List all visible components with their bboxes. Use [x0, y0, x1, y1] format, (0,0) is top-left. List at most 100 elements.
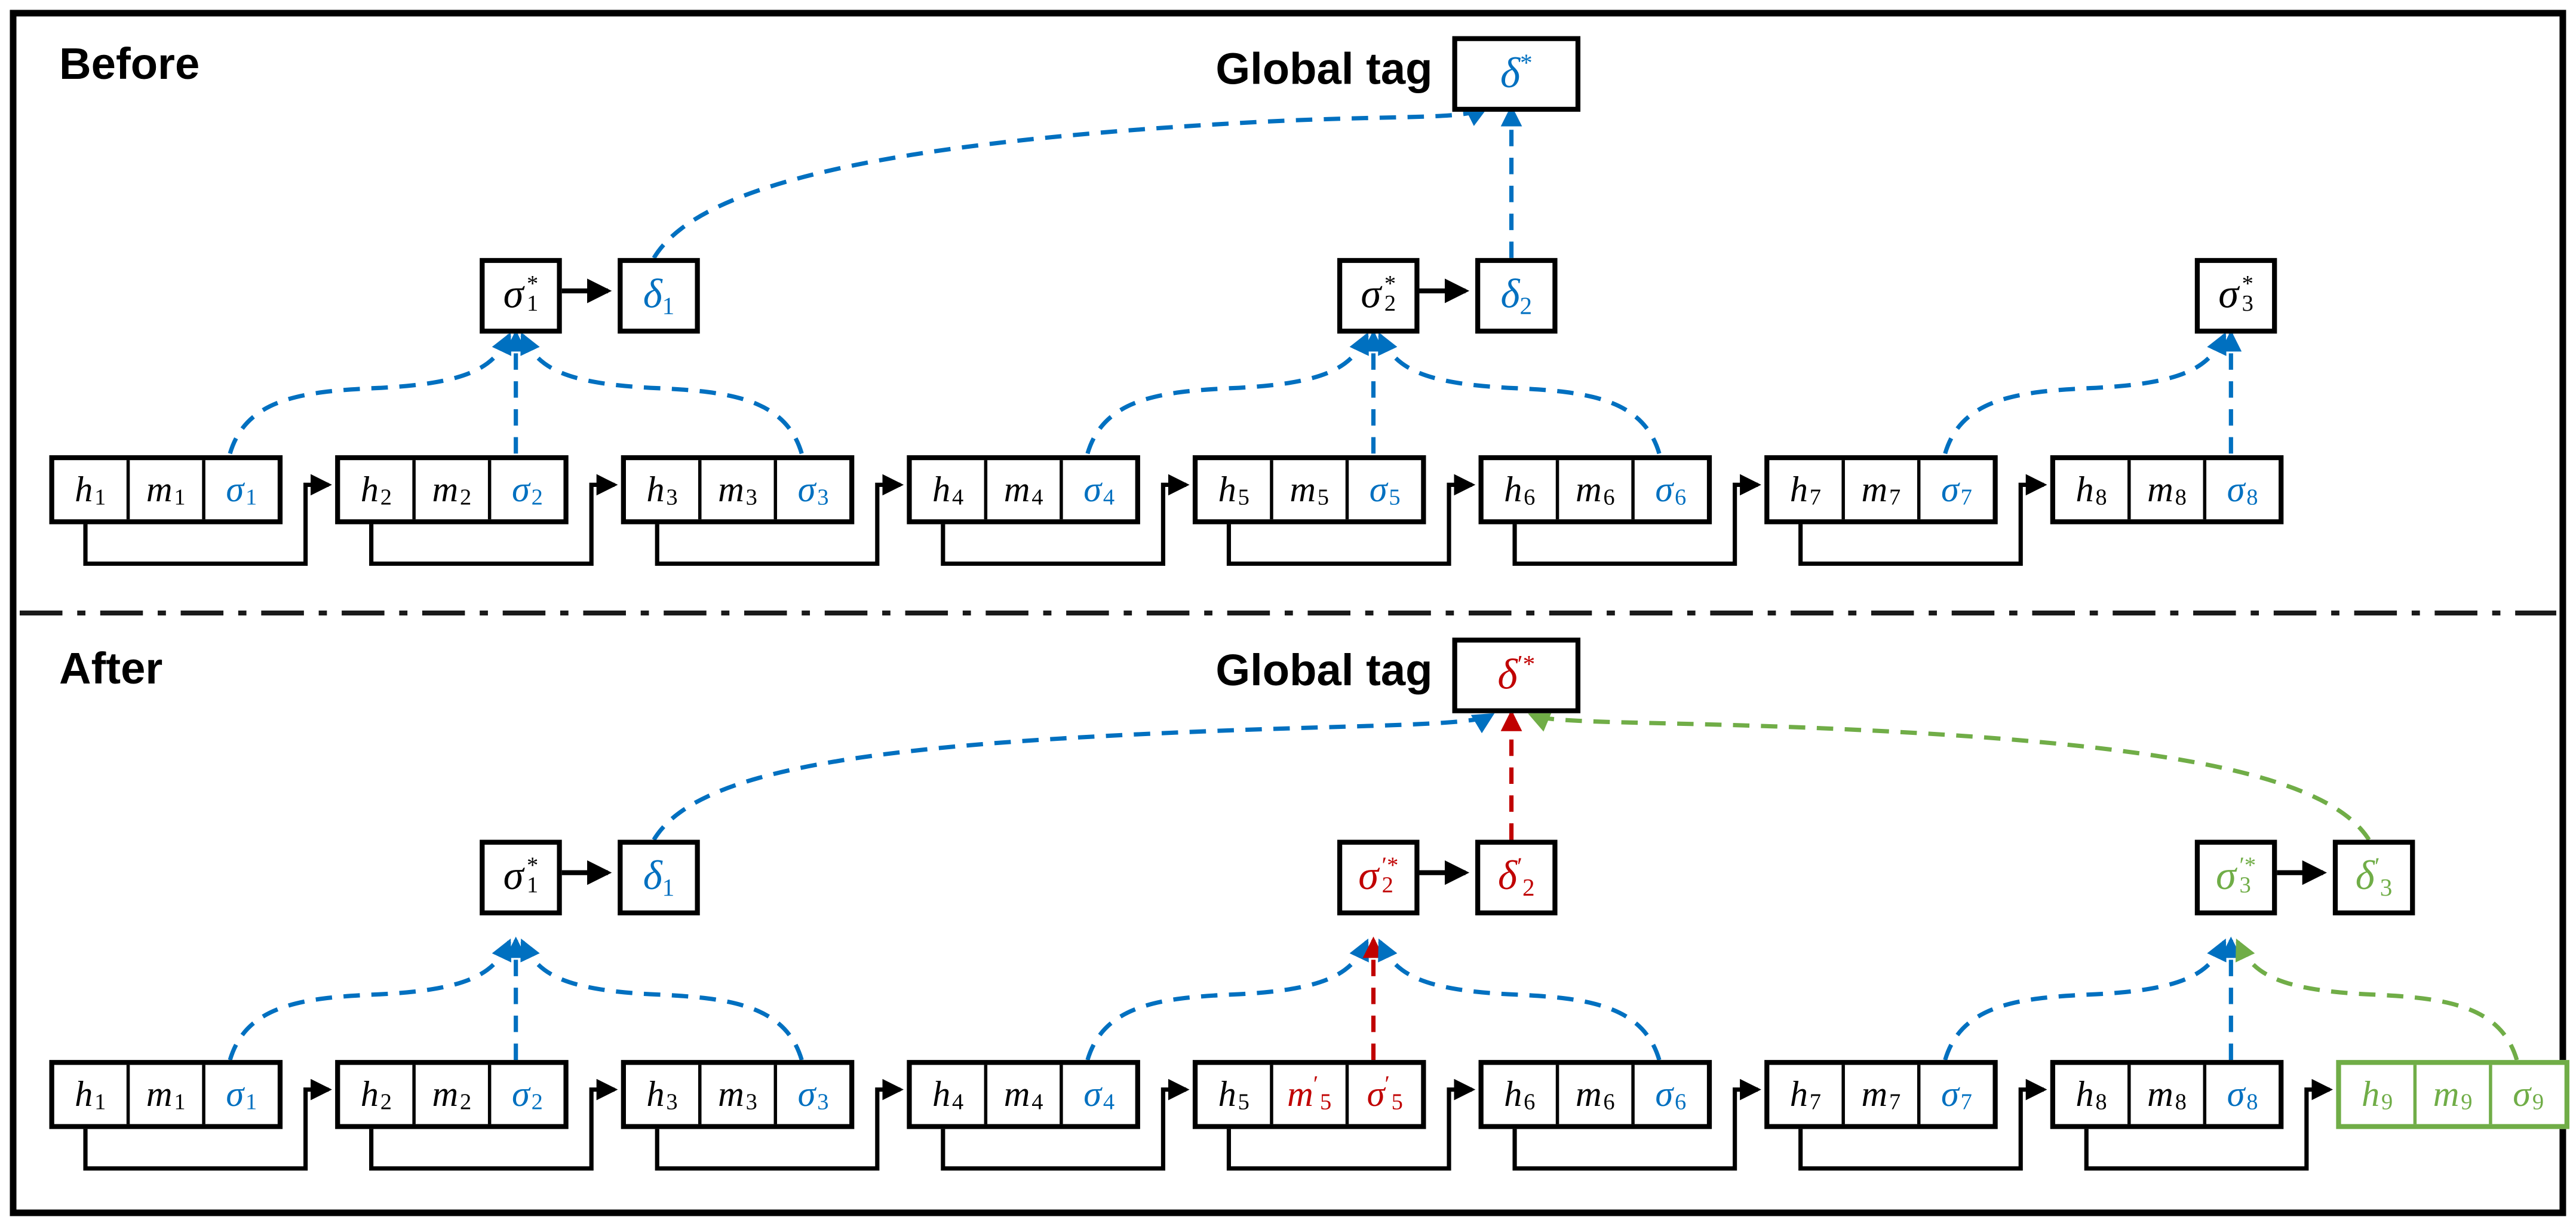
subscript: 9	[2381, 1091, 2393, 1116]
subscript: 3	[745, 1091, 757, 1116]
prime-mark: ′	[1516, 853, 1522, 880]
subscript: 1	[245, 486, 257, 511]
subscript: 5	[1389, 486, 1401, 511]
subscript: 9	[2532, 1091, 2544, 1116]
sigma-star-box-before-1: σ*1	[480, 258, 562, 334]
sigma-star-box-before-2: σ*2	[1337, 258, 1420, 334]
subscript: 1	[662, 875, 675, 902]
subscript: 5	[1317, 486, 1330, 511]
superscript: ′*	[1517, 651, 1536, 678]
subscript: 7	[1960, 1091, 1972, 1116]
delta-box-after-2: δ′2	[1475, 839, 1558, 916]
before-sigma-arrows	[228, 330, 2242, 455]
global-tag-box-before: δ*	[1452, 36, 1581, 112]
sigma-star-box-after-1: σ*1	[480, 839, 562, 916]
subscript: 2	[380, 1091, 392, 1116]
global-tag-label-after: Global tag	[1215, 645, 1433, 695]
outer-frame	[10, 10, 2566, 1216]
subscript: 4	[951, 1091, 964, 1116]
subscript: 8	[2095, 486, 2107, 511]
subscript: 6	[1675, 1091, 1687, 1116]
subscript: 5	[1391, 1091, 1403, 1116]
subscript: 6	[1524, 486, 1536, 511]
subscript: 3	[666, 1091, 678, 1116]
subscript: 5	[1238, 486, 1249, 511]
subscript: 2	[459, 1091, 472, 1116]
before-section-label: Before	[59, 39, 200, 89]
sup-sub-stack: *1	[527, 854, 539, 899]
subscript: 4	[1103, 486, 1115, 511]
before-delta-arrows	[652, 105, 1522, 259]
delta-box-after-3: δ′3	[2332, 839, 2415, 916]
subscript: 7	[1889, 486, 1901, 511]
subscript: 3	[666, 486, 678, 511]
subscript: 8	[2175, 1091, 2187, 1116]
subscript: 3	[2380, 875, 2393, 902]
global-tag-label-before: Global tag	[1215, 44, 1433, 94]
after-chain-links	[83, 1078, 2334, 1171]
after-section-label: After	[59, 644, 163, 694]
subscript: 4	[1031, 1091, 1043, 1116]
after-delta-arrows	[652, 710, 2371, 841]
superscript: *	[1520, 50, 1533, 76]
sigma-star-box-before-3: σ*3	[2194, 258, 2277, 334]
before-chain-links	[83, 474, 2047, 566]
subscript: 7	[1809, 486, 1822, 511]
subscript: 4	[1103, 1091, 1115, 1116]
cell-m5: m′5	[1270, 1065, 1346, 1124]
sigma-star-box-after-3: σ′*3	[2194, 839, 2277, 916]
subscript: 8	[2095, 1091, 2107, 1116]
subscript: 8	[2246, 486, 2258, 511]
subscript: 2	[531, 1091, 543, 1116]
subscript: 2	[380, 486, 392, 511]
subscript: 7	[1809, 1091, 1822, 1116]
sigma-star-box-after-2: σ′*2	[1337, 839, 1420, 916]
sup-sub-stack: *3	[2242, 272, 2253, 317]
sup-sub-stack: ′*3	[2239, 854, 2256, 899]
